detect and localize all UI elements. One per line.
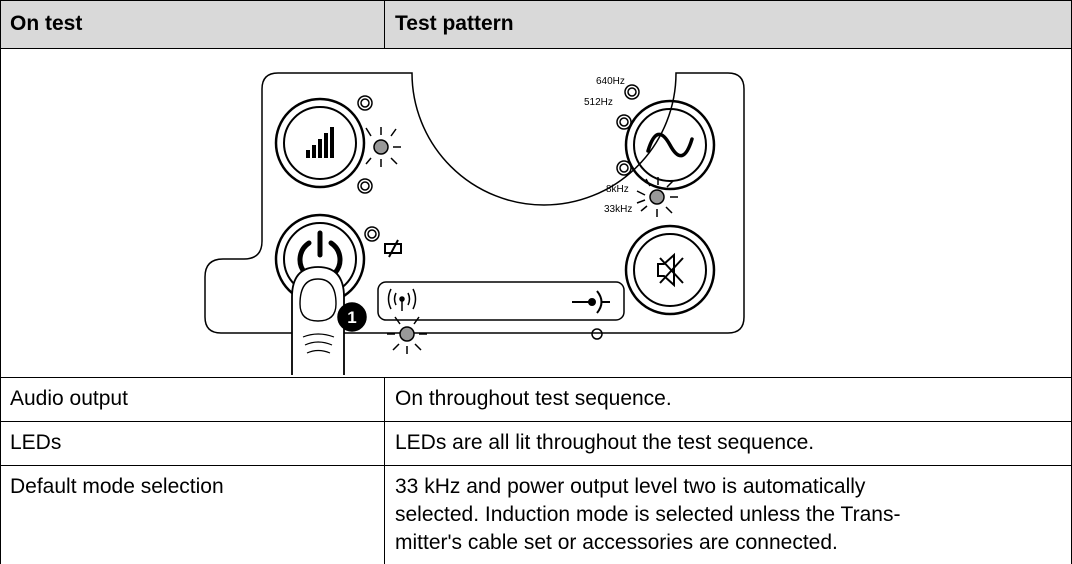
sine-wave-icon: [646, 132, 694, 158]
freq-label-512: 512Hz: [584, 97, 613, 108]
led: [591, 328, 603, 340]
row-label-leds: LEDs: [10, 431, 62, 454]
freq-label-33k: 33kHz: [604, 204, 632, 215]
row-value-line: selected. Induction mode is selected unl…: [395, 503, 901, 526]
battery-icon: [384, 239, 402, 258]
led-lit: [649, 189, 665, 205]
led-rays: [636, 177, 678, 217]
led-lit: [399, 326, 415, 342]
callout-number: 1: [347, 308, 356, 327]
induction-icon: [387, 288, 417, 311]
column-divider: [384, 377, 385, 564]
panel-outline: [204, 72, 745, 334]
row-value-line: 33 kHz and power output level two is aut…: [395, 475, 866, 498]
row-value-audio-output: On throughout test sequence.: [395, 387, 672, 410]
header-test-pattern: Test pattern: [385, 0, 1072, 48]
led-rays: [387, 316, 427, 354]
column-divider: [384, 0, 385, 48]
row-value-line: mitter's cable set or accessories are co…: [395, 531, 838, 554]
table-divider: [0, 377, 1072, 378]
row-label-audio-output: Audio output: [10, 387, 128, 410]
signal-bars-icon: [306, 127, 334, 158]
mute-icon: [657, 252, 684, 288]
row-value-default-mode: 33 kHz and power output level two is aut…: [385, 473, 1072, 557]
signal-button: [274, 97, 366, 189]
direct-connection-icon: [572, 290, 610, 314]
mute-button: [624, 224, 716, 316]
table-divider: [0, 48, 1072, 49]
freq-label-640: 640Hz: [596, 76, 625, 87]
led: [357, 178, 373, 194]
led: [616, 160, 632, 176]
led-lit: [373, 139, 389, 155]
header-on-test: On test: [0, 0, 384, 48]
mode-bar: [377, 281, 625, 321]
led-rays: [365, 127, 401, 167]
led: [624, 84, 640, 100]
led: [357, 95, 373, 111]
control-panel-illustration: 640Hz 512Hz 8kHz 33kHz 1: [204, 72, 745, 375]
table-border-top: [0, 0, 1072, 1]
callout-1: [337, 302, 367, 332]
table-divider: [0, 421, 1072, 422]
table-border-left: [0, 0, 1, 564]
row-label-default-mode: Default mode selection: [10, 475, 224, 498]
table-divider: [0, 465, 1072, 466]
row-value-leds: LEDs are all lit throughout the test seq…: [395, 431, 815, 454]
frequency-button: [624, 99, 716, 191]
freq-label-8k: 8kHz: [606, 184, 629, 195]
led: [616, 114, 632, 130]
led: [364, 226, 380, 242]
